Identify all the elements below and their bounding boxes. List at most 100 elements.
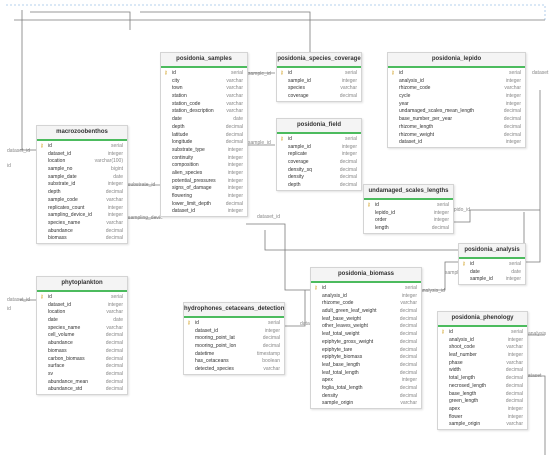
table-title[interactable]: posidonia_field (277, 119, 361, 134)
table-title[interactable]: hydrophones_cetaceans_detection (184, 303, 284, 318)
table-title[interactable]: posidonia_analysis (459, 244, 525, 259)
table-title[interactable]: macrozoobenthos (37, 126, 127, 141)
table-title[interactable]: posidonia_samples (161, 53, 247, 68)
table-title[interactable]: posidonia_species_coverage (277, 53, 361, 68)
